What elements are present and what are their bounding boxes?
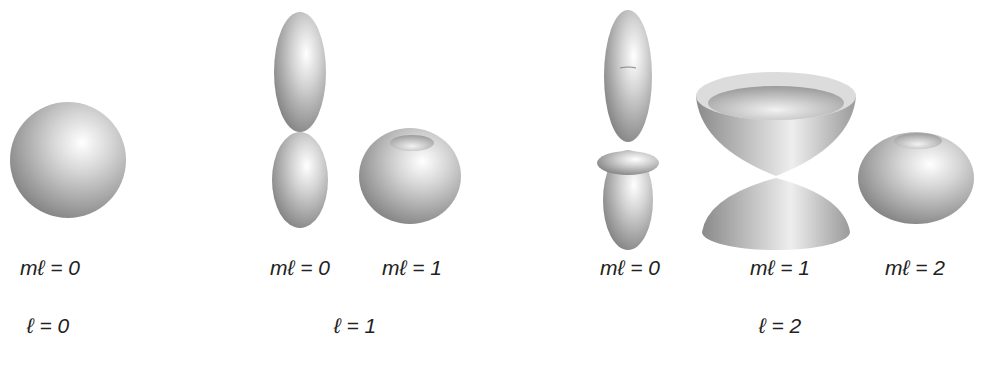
quantum-number-label: mℓ = 0 (20, 256, 80, 279)
quantum-number-label: ℓ = 1 (334, 314, 376, 337)
quantum-number-label: mℓ = 0 (600, 256, 660, 279)
p-orbital-m1 (359, 128, 461, 224)
p-orbital-m0 (272, 12, 328, 228)
quantum-number-label: ℓ = 0 (27, 314, 69, 337)
quantum-number-label: mℓ = 1 (750, 256, 810, 279)
quantum-number-label: mℓ = 0 (270, 256, 330, 279)
quantum-number-label: ℓ = 2 (759, 314, 801, 337)
quantum-number-label: mℓ = 1 (382, 256, 442, 279)
d-orbital-m1 (696, 72, 856, 250)
d-orbital-m2 (858, 132, 974, 224)
s-orbital (10, 102, 126, 218)
d-orbital-m0 (597, 10, 659, 250)
quantum-number-label: mℓ = 2 (885, 256, 945, 279)
